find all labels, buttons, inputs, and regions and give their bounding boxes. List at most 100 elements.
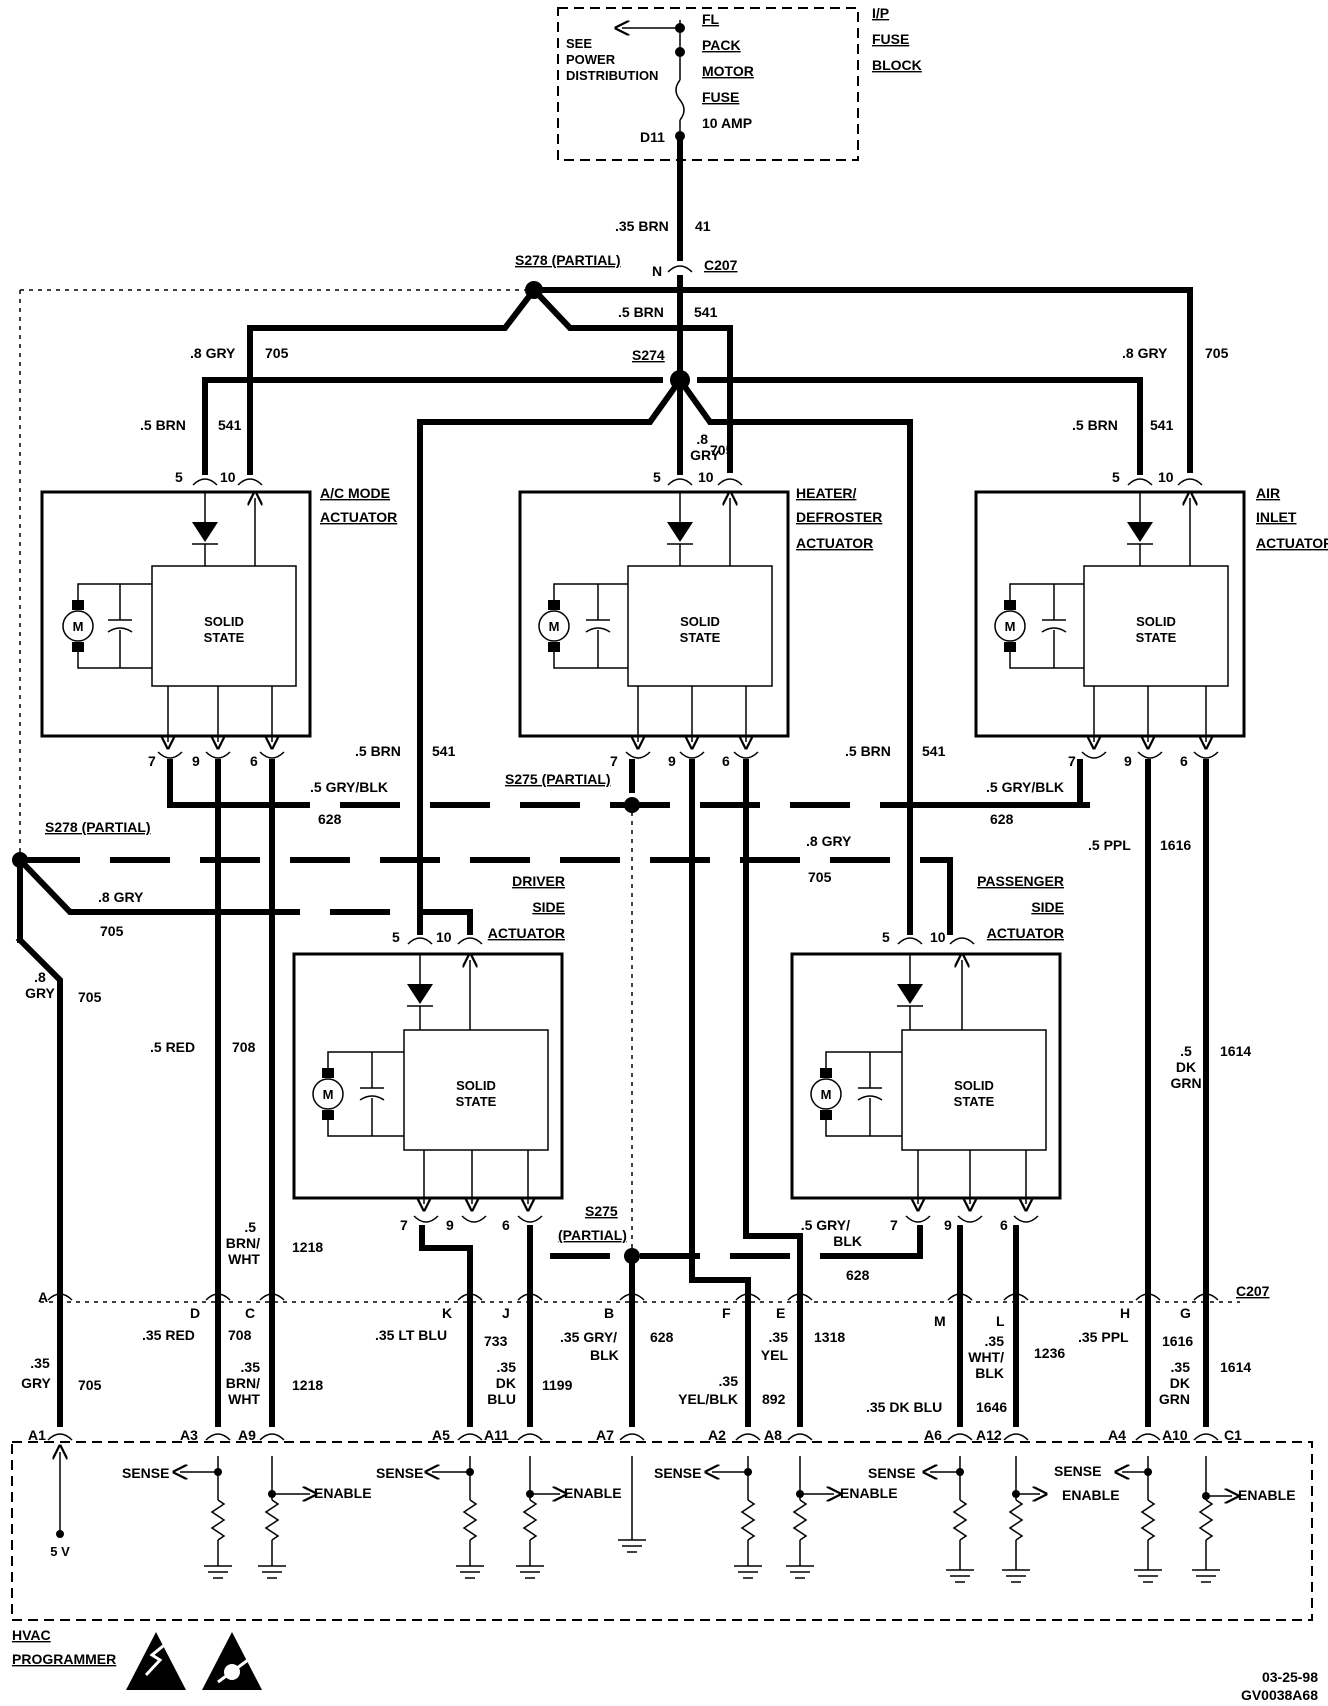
gry-left-circuit: 705 bbox=[100, 923, 124, 939]
lower-h-circuit: 1616 bbox=[1162, 1333, 1193, 1349]
heater-diode-icon bbox=[667, 522, 693, 542]
driver-side-actuator: 5 10 DRIVER SIDE ACTUATOR SOLID STATE M … bbox=[292, 873, 565, 1233]
driver-diode-icon bbox=[407, 984, 433, 1004]
prog-pin-a9: A9 bbox=[238, 1427, 256, 1443]
ac-pin-9: 9 bbox=[192, 753, 200, 769]
footer-code: GV0038A68 bbox=[1241, 1687, 1318, 1703]
lower-g-2: DK bbox=[1170, 1375, 1190, 1391]
fuse-block-title-2: FUSE bbox=[872, 31, 909, 47]
ac-pin-5: 5 bbox=[175, 469, 183, 485]
wire-705-vert bbox=[15, 935, 63, 1303]
brn541-ac-size: .5 BRN bbox=[140, 417, 186, 433]
lower-d-circuit: 708 bbox=[228, 1327, 252, 1343]
driver-pin-10: 10 bbox=[436, 929, 452, 945]
dkgrn-2: DK bbox=[1176, 1059, 1196, 1075]
pass-pin-9: 9 bbox=[944, 1217, 952, 1233]
driver-title-2: SIDE bbox=[532, 899, 565, 915]
heater-pin-10: 10 bbox=[698, 469, 714, 485]
c207-pin-l: L bbox=[996, 1313, 1005, 1329]
prog-circuit-a9 bbox=[258, 1456, 310, 1579]
lower-l-1: .35 bbox=[985, 1333, 1005, 1349]
s275-top-splice bbox=[624, 797, 640, 813]
hvac-programmer: A1 A3 A9 A5 A11 A7 A2 A8 A6 A12 A4 A10 C… bbox=[11, 1427, 1313, 1621]
sense-a6: SENSE bbox=[868, 1465, 915, 1481]
enable-a10: ENABLE bbox=[1238, 1487, 1296, 1503]
sense-a12: SENSE bbox=[1054, 1463, 1101, 1479]
heater-motor-icon: M bbox=[549, 619, 560, 634]
prog-circuit-a10 bbox=[1192, 1456, 1232, 1583]
enable-a11: ENABLE bbox=[564, 1485, 622, 1501]
pass-diode-icon bbox=[897, 984, 923, 1004]
gryblk-right-size: .5 GRY/BLK bbox=[986, 779, 1064, 795]
c207-pin-f: F bbox=[722, 1305, 731, 1321]
ac-pin-6: 6 bbox=[250, 753, 258, 769]
heater-solid-2: STATE bbox=[680, 630, 721, 645]
heater-title-1: HEATER/ bbox=[796, 485, 857, 501]
prog-pin-a3: A3 bbox=[180, 1427, 198, 1443]
lower-a-1: .35 bbox=[30, 1355, 50, 1371]
brn541-mid-size: .5 BRN bbox=[618, 304, 664, 320]
ppl-circuit: 1616 bbox=[1160, 837, 1191, 853]
c207-bottom-label: C207 bbox=[1236, 1283, 1270, 1299]
heater-705-circuit: 705 bbox=[710, 442, 734, 458]
c207-pin-j: J bbox=[502, 1305, 510, 1321]
red-size: .5 RED bbox=[150, 1039, 195, 1055]
see-power-3: DISTRIBUTION bbox=[566, 68, 658, 83]
lower-c-1: .35 bbox=[241, 1359, 261, 1375]
fuse-icon bbox=[675, 79, 685, 121]
prog-pin-c1: C1 bbox=[1224, 1427, 1242, 1443]
prog-circuit-a12 bbox=[1002, 1456, 1040, 1583]
ac-mode-actuator: 5 10 A/C MODE ACTUATOR SOLID STATE M 7 9… bbox=[40, 469, 397, 769]
brn541-pass-size: .5 BRN bbox=[845, 743, 891, 759]
gry-left-size: .8 GRY bbox=[98, 889, 144, 905]
fuse-line-4: FUSE bbox=[702, 89, 739, 105]
wire-541-pass bbox=[675, 375, 913, 935]
enable-a12: ENABLE bbox=[1062, 1487, 1120, 1503]
feed-pin-n: N bbox=[652, 263, 662, 279]
prog-pin-a6: A6 bbox=[924, 1427, 942, 1443]
fuse-line-3: MOTOR bbox=[702, 63, 754, 79]
lower-a-2: GRY bbox=[21, 1375, 51, 1391]
wire-705-ac bbox=[247, 285, 539, 475]
lower-a-circuit: 705 bbox=[78, 1377, 102, 1393]
c207-pin-k: K bbox=[442, 1305, 452, 1321]
dkgrn-circuit: 1614 bbox=[1220, 1043, 1251, 1059]
lower-b-2: BLK bbox=[590, 1347, 619, 1363]
terminal-d11: D11 bbox=[640, 129, 665, 145]
lower-j-1: .35 bbox=[497, 1359, 517, 1375]
pass-pin-10: 10 bbox=[930, 929, 946, 945]
lower-l-circuit: 1236 bbox=[1034, 1345, 1065, 1361]
air-solid-2: STATE bbox=[1136, 630, 1177, 645]
brnwht-3: WHT bbox=[228, 1251, 260, 1267]
lower-c-2: BRN/ bbox=[226, 1375, 260, 1391]
gry-vert-circuit: 705 bbox=[78, 989, 102, 1005]
gry-mid-size: .8 GRY bbox=[806, 833, 852, 849]
lower-m-size: .35 DK BLU bbox=[866, 1399, 942, 1415]
pass-pin-5: 5 bbox=[882, 929, 890, 945]
dkgrn-1: .5 bbox=[1180, 1043, 1192, 1059]
ac-pin-10: 10 bbox=[220, 469, 236, 485]
footer-date: 03-25-98 bbox=[1262, 1669, 1318, 1685]
c207-pin-b: B bbox=[604, 1305, 614, 1321]
brn541-air-size: .5 BRN bbox=[1072, 417, 1118, 433]
heater-title-2: DEFROSTER bbox=[796, 509, 882, 525]
air-pin-5: 5 bbox=[1112, 469, 1120, 485]
feed-connector: C207 bbox=[704, 257, 738, 273]
lower-k-circuit: 733 bbox=[484, 1333, 508, 1349]
gry-vert-1: .8 bbox=[34, 969, 46, 985]
prog-pin-a7: A7 bbox=[596, 1427, 614, 1443]
brn541-driver-size: .5 BRN bbox=[355, 743, 401, 759]
prog-circuit-a2 bbox=[712, 1456, 762, 1579]
air-title-1: AIR bbox=[1256, 485, 1280, 501]
gryblk-left-circuit: 628 bbox=[318, 811, 342, 827]
prog-pin-a5: A5 bbox=[432, 1427, 450, 1443]
air-title-2: INLET bbox=[1256, 509, 1297, 525]
s275-top-label: S275 (PARTIAL) bbox=[505, 771, 611, 787]
pass-pin-7: 7 bbox=[890, 1217, 898, 1233]
driver-title-1: DRIVER bbox=[512, 873, 565, 889]
red-circuit: 708 bbox=[232, 1039, 256, 1055]
brn541-driver-circuit: 541 bbox=[432, 743, 456, 759]
c207-pin-h: H bbox=[1120, 1305, 1130, 1321]
fuse-block-title-1: I/P bbox=[872, 5, 889, 21]
driver-motor-icon: M bbox=[323, 1087, 334, 1102]
